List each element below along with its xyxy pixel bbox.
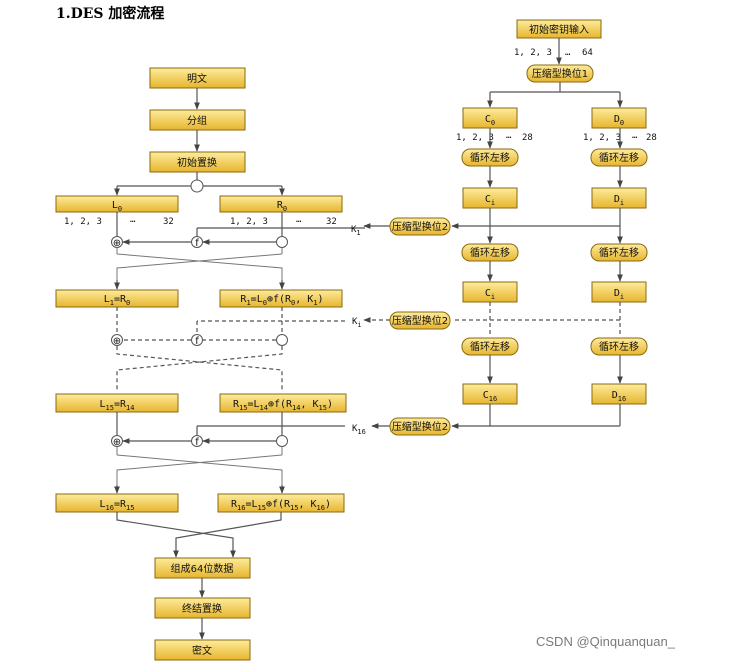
ci-label-2: Ci (485, 288, 495, 301)
c0-bit-28: 28 (522, 133, 533, 143)
left-shift-d-2-label: 循环左移 (599, 246, 639, 259)
l16-equation: L16=R15 (100, 499, 135, 512)
pc2-box-i (389, 311, 451, 330)
l0-label: L0 (112, 200, 122, 213)
k1-label: K1 (351, 225, 361, 237)
r0-dots: … (296, 215, 302, 225)
r15-equation: R15=L14⊕f(R14, K15) (233, 399, 333, 412)
initial-key-input-label: 初始密钥输入 (529, 23, 589, 36)
f-symbol-round-1: f (195, 238, 199, 249)
xor-symbol-round-16: ⊕ (113, 437, 121, 448)
r0-box (219, 195, 343, 213)
c0-dots: … (506, 131, 512, 141)
split-node (190, 179, 204, 193)
left-shift-c-2-label: 循环左移 (470, 246, 510, 259)
di-box-2 (591, 281, 647, 303)
initial-permutation-label: 初始置换 (177, 156, 217, 169)
combine-64bit-label: 组成64位数据 (171, 562, 234, 575)
l0-bit-index: 1, 2, 3 (64, 217, 102, 227)
f-symbol-round-16: f (195, 437, 199, 448)
xor-symbol-round-i: ⊕ (113, 336, 121, 347)
ki-label-left: Ki (352, 317, 362, 329)
pc2-label-i: 压缩型换位2 (392, 314, 448, 327)
c16-label: C16 (483, 390, 497, 403)
left-shift-d-3 (590, 337, 648, 356)
plaintext-label: 明文 (187, 72, 207, 85)
pc2-box-1 (389, 217, 451, 236)
xor-node-round-i (111, 334, 123, 346)
left-shift-d-1-label: 循环左移 (599, 151, 639, 164)
d0-label: D0 (614, 114, 624, 127)
d16-label: D16 (612, 390, 626, 403)
watermark: CSDN @Qinquanquan_ (536, 634, 675, 649)
key-bit-64: 64 (582, 48, 593, 58)
d16-box (591, 383, 647, 405)
left-shift-c-1-label: 循环左移 (470, 151, 510, 164)
l1-equation: L1=R0 (104, 294, 131, 307)
di-label-2: Di (614, 288, 624, 301)
pc2-label-1: 压缩型换位2 (392, 220, 448, 233)
c0-bit-index: 1, 2, 3 (456, 133, 494, 143)
xor-symbol-round-1: ⊕ (113, 238, 121, 249)
r16-equation: R16=L15⊕f(R15, K16) (231, 499, 331, 512)
k16-label: K16 (352, 424, 366, 436)
r1-equation-box (219, 289, 343, 308)
ci-label-1: Ci (485, 194, 495, 207)
di-label-1: Di (614, 194, 624, 207)
left-shift-d-2 (590, 243, 648, 262)
key-bit-dots: … (565, 48, 571, 58)
d0-box (591, 107, 647, 129)
final-permutation-label: 终结置换 (182, 602, 222, 615)
left-shift-c-3-label: 循环左移 (470, 340, 510, 353)
d0-bit-28: 28 (646, 133, 657, 143)
r0-bit-32: 32 (326, 217, 337, 227)
pc1-label: 压缩型换位1 (532, 67, 588, 80)
f-symbol-round-i: f (195, 336, 199, 347)
branch-node-round-1 (276, 236, 288, 248)
l0-dots: … (130, 215, 136, 225)
pc2-label-16: 压缩型换位2 (392, 420, 448, 433)
key-bit-index: 1, 2, 3 (514, 48, 552, 58)
c0-label: C0 (485, 114, 495, 127)
r0-label: R0 (277, 200, 287, 213)
ciphertext-label: 密文 (192, 644, 212, 657)
branch-node-round-16 (276, 435, 288, 447)
page-title: 1.DES 加密流程 (56, 6, 165, 22)
r0-bit-index: 1, 2, 3 (230, 217, 268, 227)
di-box-1 (591, 187, 647, 209)
r15-equation-box (219, 393, 347, 413)
branch-node-round-i (276, 334, 288, 346)
ciphertext-box (154, 639, 251, 661)
r1-equation: R1=L0⊕f(R0, K1) (240, 294, 323, 307)
f-node-round-i (191, 334, 203, 346)
pc2-box-16 (389, 417, 451, 436)
d0-dots: … (632, 131, 638, 141)
l0-bit-32: 32 (163, 217, 174, 227)
left-shift-d-1 (590, 148, 648, 167)
left-shift-d-3-label: 循环左移 (599, 340, 639, 353)
l15-equation: L15=R14 (100, 399, 135, 412)
d0-bit-index: 1, 2, 3 (583, 133, 621, 143)
grouping-label: 分组 (187, 114, 207, 127)
